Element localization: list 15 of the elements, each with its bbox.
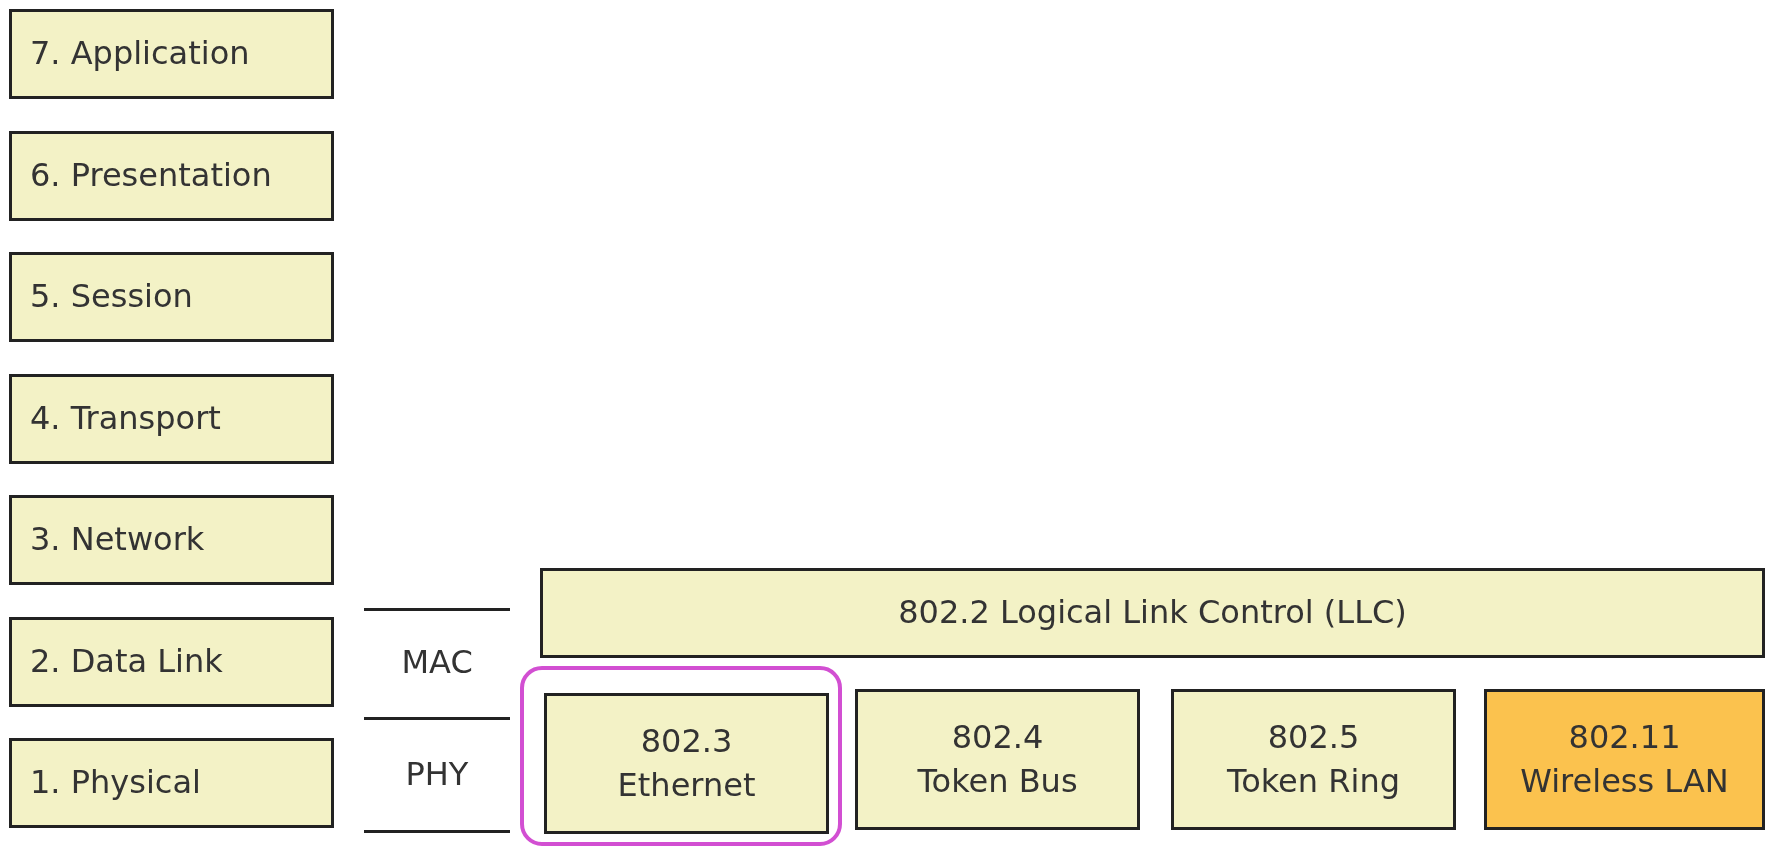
sublayer-label: MAC [401,643,473,681]
layer-box: 4. Transport [9,374,334,464]
highlight-outline [520,666,842,846]
standard-box: 802.4 Token Bus [855,689,1140,830]
layer-box: 1. Physical [9,738,334,828]
layer-box: 7. Application [9,9,334,99]
layer-box: 5. Session [9,252,334,342]
sublayer-box: 802.2 Logical Link Control (LLC) [540,568,1765,658]
layer-box: 3. Network [9,495,334,585]
layer-box: 2. Data Link [9,617,334,707]
layer-box: 6. Presentation [9,131,334,221]
standard-box: 802.11 Wireless LAN [1484,689,1765,830]
standard-box: 802.3 Ethernet [544,693,829,834]
standard-box: 802.5 Token Ring [1171,689,1456,830]
sublayer-label: PHY [405,755,469,793]
